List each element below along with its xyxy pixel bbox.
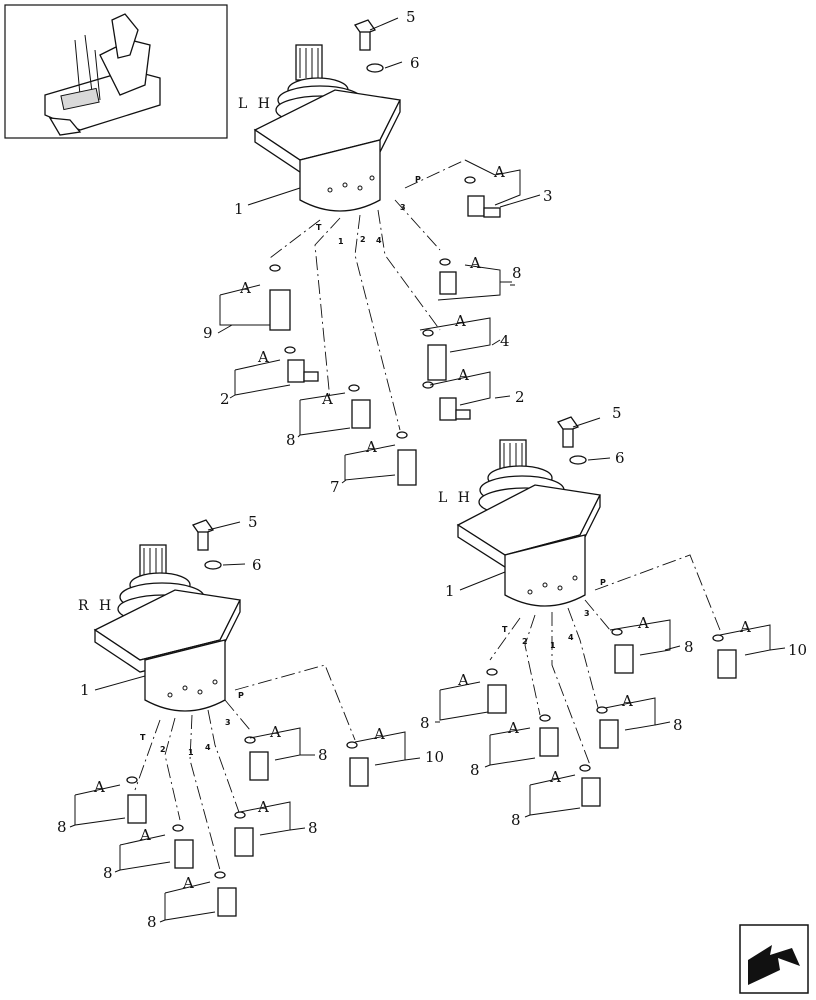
pilot-valve-rh-lines: [134, 664, 356, 871]
port-labels: P T 1 2 3 4 P T 2 1 3 4 P T 2 1 3 4: [140, 175, 606, 757]
callout-5-center: 5: [612, 404, 622, 422]
oring-label: A: [507, 719, 519, 737]
callout-5-top: 5: [406, 8, 416, 26]
screw-and-washer-rh: [191, 519, 246, 570]
oring-label: A: [182, 874, 194, 892]
port-label-4-center: 4: [568, 633, 574, 642]
callout-8-center-a: 8: [684, 638, 694, 656]
side-label-rh: R H: [78, 598, 114, 614]
port-label-t-center: T: [502, 625, 508, 634]
callout-9: 9: [203, 324, 213, 342]
pilot-valve-rh: [93, 544, 241, 712]
oring-label: A: [257, 348, 269, 366]
port-label-4-rh: 4: [205, 743, 211, 752]
oring-label: A: [321, 390, 333, 408]
callout-6-top: 6: [410, 54, 420, 72]
callout-8-center-e: 8: [511, 811, 521, 829]
port-label-2-rh: 2: [160, 745, 166, 754]
oring-label: A: [373, 725, 385, 743]
port-label-1: 1: [338, 237, 344, 246]
oring-label: A: [257, 798, 269, 816]
callout-2-right: 2: [515, 388, 525, 406]
oring-label: A: [549, 768, 561, 786]
port-label-p-center: P: [600, 578, 606, 587]
pilot-valve-lh-center-lines: [489, 554, 721, 766]
port-label-2: 2: [360, 235, 366, 244]
oring-label: A: [454, 312, 466, 330]
callout-8-center-d: 8: [470, 761, 480, 779]
oring-label: A: [239, 279, 251, 297]
callout-8-center-b: 8: [420, 714, 430, 732]
callout-8-center-c: 8: [673, 716, 683, 734]
callout-6-rh: 6: [252, 556, 262, 574]
callout-8-rh-d: 8: [103, 864, 113, 882]
oring-label: A: [139, 826, 151, 844]
port-label-2-center: 2: [522, 637, 528, 646]
oring-label: A: [637, 614, 649, 632]
callout-8-top-left: 8: [286, 431, 296, 449]
callout-10-center: 10: [788, 641, 807, 659]
callout-8-rh-c: 8: [308, 819, 318, 837]
callout-1-top: 1: [234, 200, 244, 218]
previous-page-arrow-icon[interactable]: [739, 924, 809, 994]
oring-label: A: [621, 692, 633, 710]
callout-6-center: 6: [615, 449, 625, 467]
callout-1-rh: 1: [80, 681, 90, 699]
port-label-t: T: [316, 223, 322, 232]
callout-8-top-right: 8: [512, 264, 522, 282]
pilot-valve-lh-top: [253, 44, 401, 212]
callout-8-rh-e: 8: [147, 913, 157, 931]
callout-5-rh: 5: [248, 513, 258, 531]
pilot-valve-lh-center: [456, 439, 601, 607]
oring-label: A: [93, 778, 105, 796]
fittings: [74, 159, 771, 921]
callout-10-rh: 10: [425, 748, 444, 766]
screw-and-washer-center: [556, 416, 611, 465]
pilot-valve-lh-top-lines: [269, 159, 466, 431]
port-label-3: 3: [400, 203, 406, 212]
oring-label: A: [739, 618, 751, 636]
callout-4: 4: [500, 332, 510, 350]
callout-3: 3: [543, 187, 553, 205]
oring-label: A: [469, 254, 481, 272]
oring-label: A: [269, 723, 281, 741]
port-label-t-rh: T: [140, 733, 146, 742]
callout-8-rh-a: 8: [318, 746, 328, 764]
callout-numbers: 5 6 1 3 8 9 4 2 2 8 7 5 6 1 8 10 8 8 8 8…: [57, 8, 807, 931]
port-label-p-rh: P: [238, 691, 244, 700]
port-label-1-rh: 1: [188, 748, 194, 757]
oring-label: A: [365, 438, 377, 456]
leader-lines: [69, 187, 786, 923]
oring-label: A: [457, 671, 469, 689]
side-label-lh-center: L H: [438, 490, 473, 506]
callout-8-rh-b: 8: [57, 818, 67, 836]
oring-labels: A A A A A A A A A A A A A A A A A A A A: [93, 163, 751, 892]
callout-7: 7: [330, 478, 340, 496]
port-label-4: 4: [376, 236, 382, 245]
oring-label: A: [493, 163, 505, 181]
port-label-3-rh: 3: [225, 718, 231, 727]
side-label-lh-top: L H: [238, 96, 273, 112]
callout-2-left: 2: [220, 390, 230, 408]
port-label-p: P: [415, 175, 421, 184]
port-label-1-center: 1: [550, 641, 556, 650]
port-label-3-center: 3: [584, 609, 590, 618]
oring-label: A: [457, 366, 469, 384]
callout-1-center: 1: [445, 582, 455, 600]
screw-and-washer-top: [353, 17, 403, 73]
machine-inset-thumbnail: [4, 4, 228, 139]
